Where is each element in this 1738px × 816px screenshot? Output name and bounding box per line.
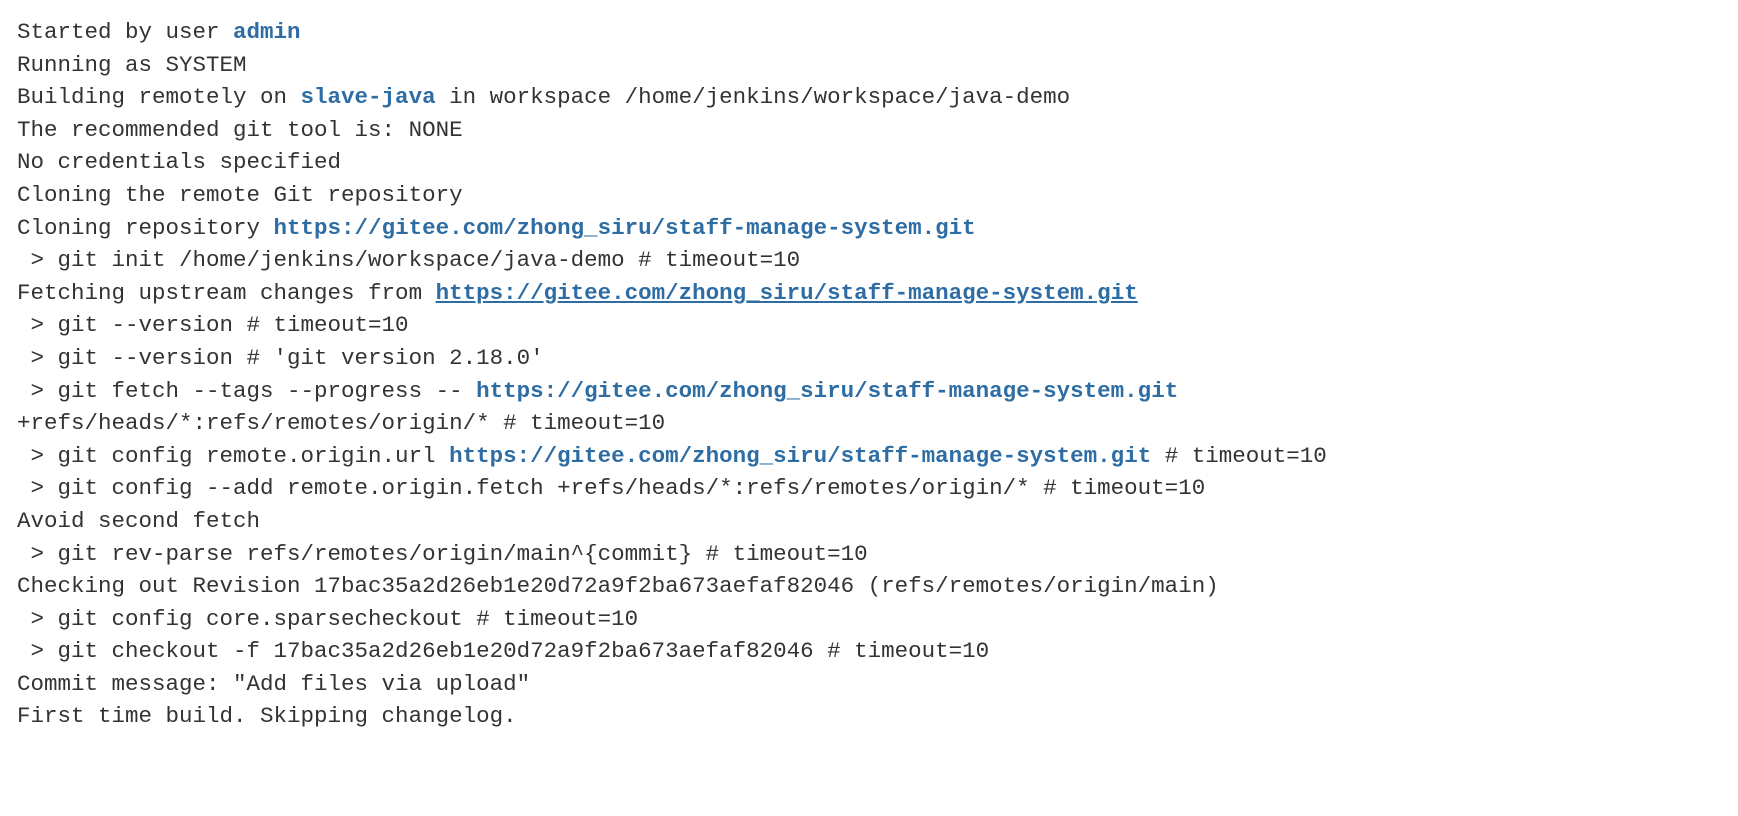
console-line: Cloning the remote Git repository	[17, 179, 1738, 212]
console-text: > git init /home/jenkins/workspace/java-…	[17, 247, 801, 274]
console-line: Started by user admin	[17, 16, 1738, 49]
console-text: > git --version # 'git version 2.18.0'	[17, 344, 544, 371]
console-text: > git fetch --tags --progress --	[17, 377, 477, 404]
console-line: Fetching upstream changes from https://g…	[17, 277, 1738, 310]
console-text: Building remotely on	[17, 84, 301, 111]
console-text: Started by user	[17, 19, 234, 45]
console-line: > git config core.sparsecheckout # timeo…	[17, 603, 1738, 636]
console-text: Avoid second fetch	[17, 507, 261, 534]
console-text: > git config core.sparsecheckout # timeo…	[17, 605, 639, 632]
console-line: > git checkout -f 17bac35a2d26eb1e20d72a…	[17, 635, 1738, 668]
console-line: > git fetch --tags --progress -- https:/…	[17, 375, 1738, 408]
user-admin-link[interactable]: admin	[233, 19, 301, 45]
console-text: Commit message: "Add files via upload"	[17, 670, 531, 697]
console-line: No credentials specified	[17, 146, 1738, 179]
console-text: # timeout=10	[1151, 442, 1327, 469]
console-line: Avoid second fetch	[17, 505, 1738, 538]
console-line: > git init /home/jenkins/workspace/java-…	[17, 244, 1738, 277]
console-line: First time build. Skipping changelog.	[17, 700, 1738, 733]
repo-url-link[interactable]: https://gitee.com/zhong_siru/staff-manag…	[449, 442, 1152, 469]
console-line: Running as SYSTEM	[17, 49, 1738, 82]
console-text: in workspace /home/jenkins/workspace/jav…	[435, 84, 1071, 111]
console-line: > git --version # timeout=10	[17, 309, 1738, 342]
repo-url-link[interactable]: https://gitee.com/zhong_siru/staff-manag…	[273, 214, 976, 241]
agent-slave-java-link[interactable]: slave-java	[300, 84, 436, 111]
console-line: Building remotely on slave-java in works…	[17, 81, 1738, 114]
console-line: +refs/heads/*:refs/remotes/origin/* # ti…	[17, 407, 1738, 440]
console-line: > git --version # 'git version 2.18.0'	[17, 342, 1738, 375]
console-text: +refs/heads/*:refs/remotes/origin/* # ti…	[17, 410, 666, 437]
console-line: > git rev-parse refs/remotes/origin/main…	[17, 538, 1738, 571]
console-text: > git config remote.origin.url	[17, 442, 450, 469]
console-text: Cloning repository	[17, 214, 274, 241]
console-line: > git config --add remote.origin.fetch +…	[17, 472, 1738, 505]
console-line: The recommended git tool is: NONE	[17, 114, 1738, 147]
console-text: > git config --add remote.origin.fetch +…	[17, 475, 1206, 502]
console-text: Checking out Revision 17bac35a2d26eb1e20…	[17, 573, 1219, 600]
repo-url-link[interactable]: https://gitee.com/zhong_siru/staff-manag…	[476, 377, 1179, 404]
console-text: > git rev-parse refs/remotes/origin/main…	[17, 540, 868, 567]
console-text: Running as SYSTEM	[17, 51, 247, 78]
console-text: > git --version # timeout=10	[17, 312, 409, 339]
console-text: First time build. Skipping changelog.	[17, 703, 517, 730]
console-line: Cloning repository https://gitee.com/zho…	[17, 212, 1738, 245]
console-text: Fetching upstream changes from	[17, 279, 436, 306]
console-line: Commit message: "Add files via upload"	[17, 668, 1738, 701]
console-text: > git checkout -f 17bac35a2d26eb1e20d72a…	[17, 638, 990, 665]
console-line: Checking out Revision 17bac35a2d26eb1e20…	[17, 570, 1738, 603]
console-text: Cloning the remote Git repository	[17, 181, 463, 208]
console-text: No credentials specified	[17, 149, 342, 176]
repo-url-link[interactable]: https://gitee.com/zhong_siru/staff-manag…	[435, 279, 1138, 306]
console-line: > git config remote.origin.url https://g…	[17, 440, 1738, 473]
console-text: The recommended git tool is: NONE	[17, 116, 463, 143]
